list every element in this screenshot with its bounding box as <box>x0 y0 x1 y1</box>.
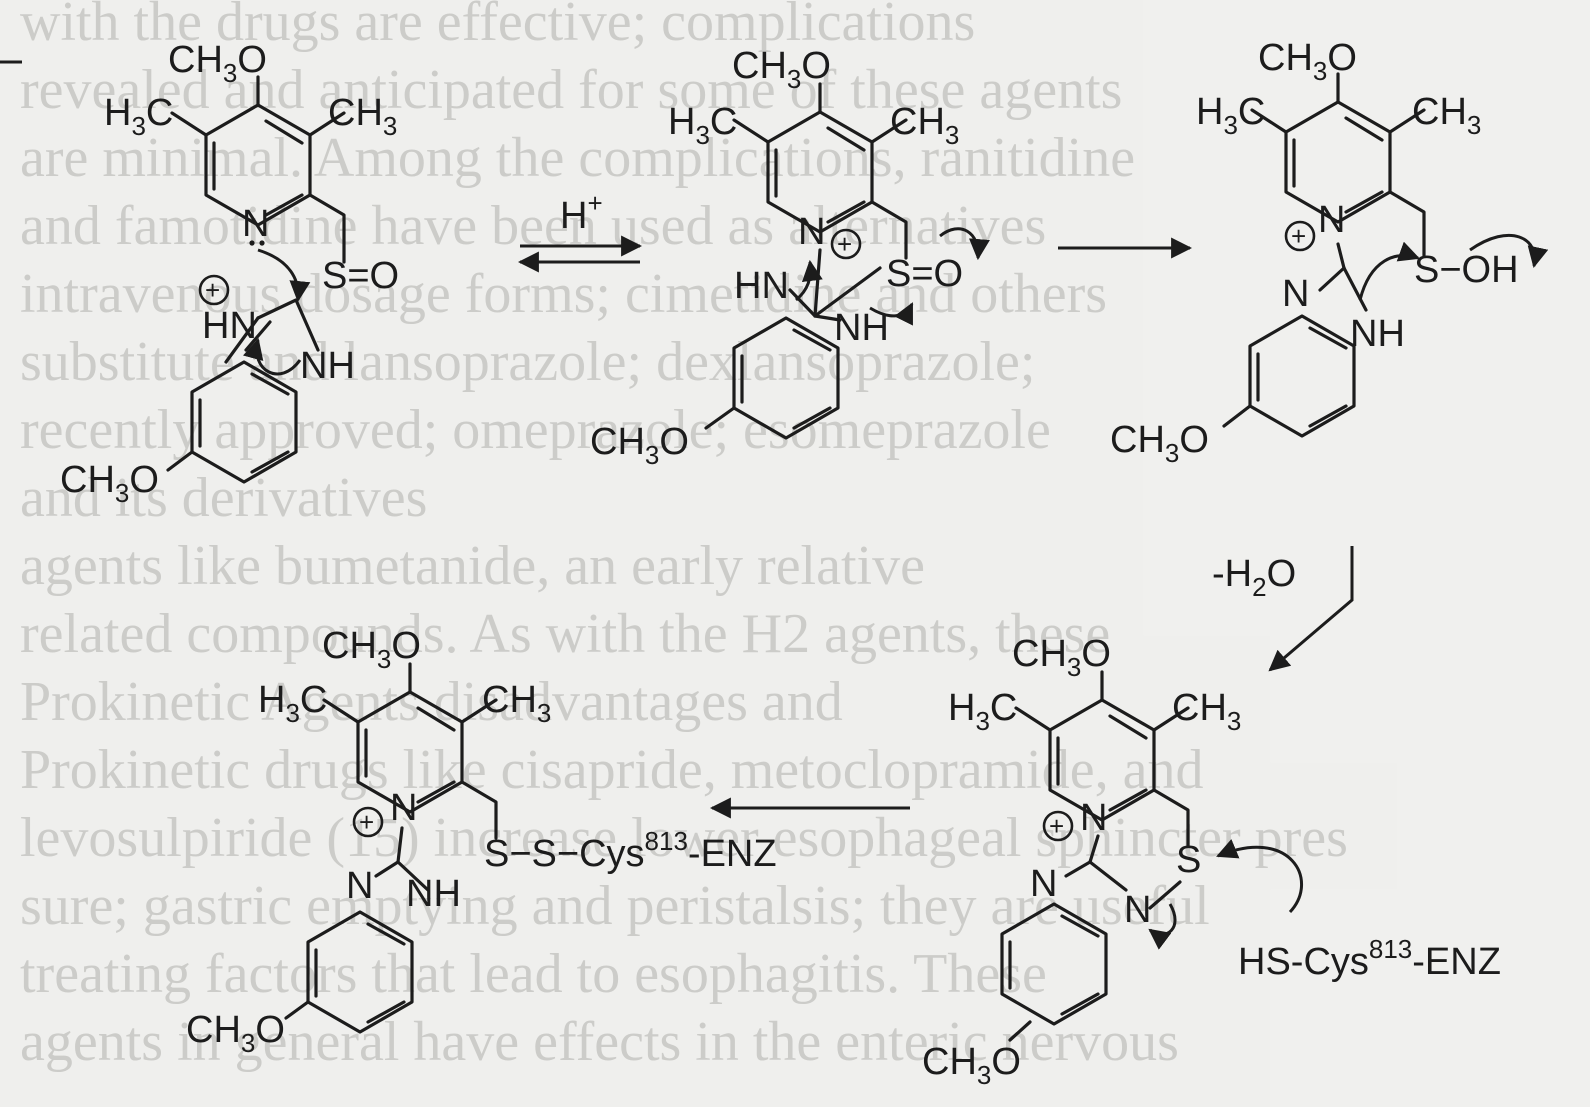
m1-pyridine-n: N <box>242 203 269 245</box>
molecule-3: CH3O H3C CH3 N + S−OH N NH CH3O <box>1110 37 1549 468</box>
m4-ome-top: CH3O <box>1012 633 1111 682</box>
m2-pyridine-n: N <box>798 211 825 253</box>
m4-ome-bottom: CH3O <box>922 1041 1021 1090</box>
m2-me-left: H3C <box>668 101 737 150</box>
svg-text:revealed and anticipated for s: revealed and anticipated for some of the… <box>20 59 1122 121</box>
equilibrium-arrow: H+ <box>517 188 643 273</box>
m3-leaving-arrow <box>1469 233 1549 269</box>
m2-sulfoxide: S=O <box>886 253 963 295</box>
h-plus-label: H+ <box>560 188 603 237</box>
molecule-1: CH3O H3C CH3 N S=O HN NH + CH3O <box>60 39 399 508</box>
molecule-5: CH3O H3C CH3 N + S−S−Cys813-ENZ N NH CH3… <box>186 625 777 1058</box>
m2-ome-top: CH3O <box>732 45 831 94</box>
m1-ome-top: CH3O <box>168 39 267 88</box>
m4-bim-n1: N <box>1030 863 1057 905</box>
m3-me-left: H3C <box>1196 91 1265 140</box>
m2-plus-charge <box>830 228 862 260</box>
svg-text:substitute and lansoprazole; d: substitute and lansoprazole; dexlansopra… <box>20 331 1035 393</box>
minus-water-label: -H2O <box>1212 553 1296 602</box>
m2-bim-hn: HN <box>734 265 789 307</box>
svg-text:and its derivatives: and its derivatives <box>20 467 427 529</box>
m3-bim-nh: NH <box>1350 313 1405 355</box>
svg-text:sure; gastric emptying and per: sure; gastric emptying and peristalsis; … <box>20 875 1210 937</box>
molecule-2: CH3O H3C CH3 N + S=O HN NH CH3O <box>590 45 990 470</box>
m1-sulfoxide: S=O <box>322 255 399 297</box>
m4-plus-sign: + <box>1049 811 1064 841</box>
m5-pyridine-n: N <box>390 787 417 829</box>
m3-ome-bottom: CH3O <box>1110 419 1209 468</box>
m4-plus-charge <box>1042 810 1074 842</box>
svg-text:Prokinetic drugs like cisaprid: Prokinetic drugs like cisapride, metoclo… <box>20 739 1203 801</box>
m4-cleave-arrow <box>1148 903 1177 950</box>
m1-ome-bottom: CH3O <box>60 459 159 508</box>
m3-attack-arrow <box>1358 241 1420 301</box>
m1-lone-pair <box>249 240 255 246</box>
svg-text:with the drugs are effective;: with the drugs are effective; complicati… <box>20 0 975 53</box>
m2-arrow-a <box>939 227 990 261</box>
m4-bim-n2: N <box>1124 889 1151 931</box>
m2-arrow-b <box>869 302 914 326</box>
dehydration-arrow: -H2O <box>1212 546 1354 672</box>
m4-attack-arrow <box>1216 839 1303 914</box>
m5-disulfide: S−S−Cys813-ENZ <box>484 826 777 875</box>
svg-text:levosulpiride (15) increase lo: levosulpiride (15) increase lower esopha… <box>20 807 1348 869</box>
m4-sulfur: S <box>1176 839 1201 881</box>
m4-me-right: CH3 <box>1172 687 1241 736</box>
m5-bim-n: N <box>346 865 373 907</box>
m3-plus-charge <box>1284 220 1316 252</box>
m5-me-left: H3C <box>258 679 327 728</box>
m5-ome-bottom: CH3O <box>186 1009 285 1058</box>
m1-bim-hn: HN <box>202 305 257 347</box>
m3-me-right: CH3 <box>1412 91 1481 140</box>
m1-attack-arrow <box>257 248 311 303</box>
svg-text:treating factors that lead to: treating factors that lead to esophagiti… <box>20 943 1047 1005</box>
m3-bim-n: N <box>1282 273 1309 315</box>
m2-ome-bottom: CH3O <box>590 421 689 470</box>
m2-plus-sign: + <box>837 229 852 259</box>
m4-me-left: H3C <box>948 687 1017 736</box>
svg-text:related compounds. As with the: related compounds. As with the H2 agents… <box>20 603 1110 665</box>
m5-ome-top: CH3O <box>322 625 421 674</box>
molecule-4: CH3O H3C CH3 N + S N N CH3O HS-Cys813-EN… <box>922 633 1501 1090</box>
m1-me-left: H3C <box>104 92 173 141</box>
m1-me-right: CH3 <box>328 92 397 141</box>
m1-plus-charge <box>198 274 230 306</box>
m1-ring-arrow <box>243 337 302 376</box>
m5-bim-nh: NH <box>406 873 461 915</box>
m1-bim-nh: NH <box>300 345 355 387</box>
m4-pyridine-n: N <box>1080 797 1107 839</box>
m3-sulfenic: S−OH <box>1414 249 1519 291</box>
m3-pyridine-n: N <box>1318 199 1345 241</box>
reagent-label: HS-Cys813-ENZ <box>1238 934 1501 983</box>
svg-text:agents in general have effects: agents in general have effects in the en… <box>20 1011 1179 1073</box>
m5-plus-sign: + <box>359 807 374 837</box>
m2-me-right: CH3 <box>890 101 959 150</box>
svg-text:are minimal. Among the complic: are minimal. Among the complications, ra… <box>20 127 1135 189</box>
svg-text:agents like bumetanide, an ear: agents like bumetanide, an early relativ… <box>20 535 925 597</box>
svg-text:and famotidine have been used: and famotidine have been used as alterna… <box>20 195 1046 257</box>
m1-plus-sign: + <box>205 275 220 305</box>
m5-me-right: CH3 <box>482 679 551 728</box>
m2-arrow-c <box>795 259 823 302</box>
m3-plus-sign: + <box>1291 221 1306 251</box>
svg-text:recently approved; omeprazole;: recently approved; omeprazole; esomepraz… <box>20 399 1051 461</box>
m5-plus-charge <box>352 806 384 838</box>
m3-ome-top: CH3O <box>1258 37 1357 86</box>
m1-lone-pair-b <box>259 240 265 246</box>
svg-text:Prokinetic Agents disadvantage: Prokinetic Agents disadvantages and <box>20 671 843 733</box>
